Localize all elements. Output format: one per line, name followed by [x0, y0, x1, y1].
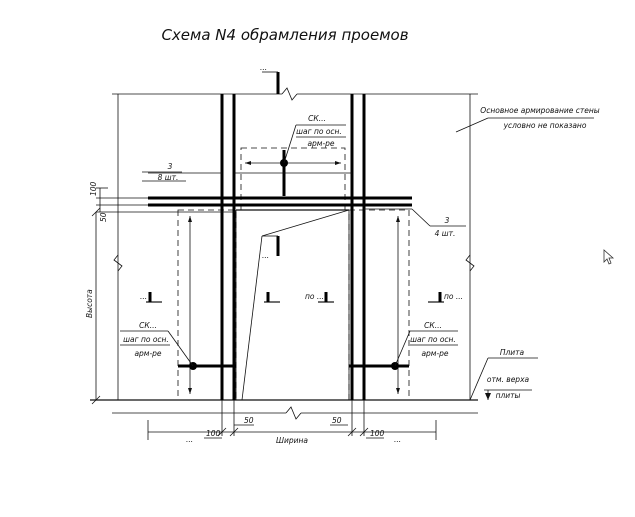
horizontal-bars	[148, 196, 412, 207]
three-label-right: 3	[445, 216, 450, 225]
slab-label: Плита	[500, 348, 525, 357]
three-label-top: 3	[168, 162, 173, 171]
left-cage: СК... шаг по осн. арм-ре ...	[120, 216, 236, 394]
top-ck-label: СК...	[308, 114, 326, 123]
left-ck-label: СК...	[139, 321, 157, 330]
opening: ...	[235, 209, 350, 401]
right-step-line2: арм-ре	[421, 349, 448, 358]
leader-four-pcs: 3 4 шт.	[364, 208, 466, 238]
dim-100-bottom-left: 100	[206, 429, 221, 438]
left-step-line2: арм-ре	[134, 349, 161, 358]
height-label: Высота	[85, 289, 94, 318]
right-ck-label: СК...	[424, 321, 442, 330]
dim-100-bottom-right: 100	[370, 429, 385, 438]
eight-pcs-label: 8 шт.	[158, 173, 179, 182]
slab-top-line2: плиты	[496, 391, 521, 400]
slab-line	[90, 399, 478, 420]
bottom-dimensions: ... ... Ширина 100 50 50 100	[147, 400, 437, 445]
dim-50-left: 50	[99, 212, 108, 222]
top-stirrup: СК... шаг по осн. арм-ре	[245, 114, 346, 196]
dim-100-left: 100	[89, 181, 98, 196]
scheme-title: Схема N4 обрамления проемов	[161, 26, 408, 44]
left-dimensions: 100 50 Высота	[85, 181, 236, 405]
wall-outline	[112, 87, 478, 400]
main-reinf-line2: условно не показано	[503, 121, 587, 130]
section-mark-mid-label: ...	[262, 251, 269, 260]
vertical-bars	[220, 94, 366, 400]
main-reinforcement-note: Основное армирование стены условно не по…	[455, 106, 600, 133]
dim-left-ellipsis: ...	[186, 435, 193, 444]
right-section-label: по ...	[444, 292, 463, 301]
dim-50-bottom-left: 50	[244, 416, 254, 425]
right-step-line1: шаг по осн.	[410, 335, 456, 344]
main-reinf-line1: Основное армирование стены	[480, 106, 599, 115]
mid-po-label: по ...	[305, 292, 324, 301]
width-label: Ширина	[276, 436, 308, 445]
section-mark-top: ...	[260, 63, 280, 94]
right-cage: СК... шаг по осн. арм-ре по ...	[349, 216, 463, 394]
slab-note: Плита отм. верха плиты	[469, 348, 538, 401]
mid-section-marks: по ...	[264, 292, 334, 303]
top-step-line1: шаг по осн.	[296, 127, 342, 136]
dim-right-ellipsis: ...	[394, 435, 401, 444]
leader-eight-pcs: 3 8 шт.	[142, 162, 352, 182]
dim-50-bottom-right: 50	[332, 416, 342, 425]
section-mark-top-label: ...	[260, 63, 267, 72]
four-pcs-label: 4 шт.	[435, 229, 456, 238]
left-step-line1: шаг по осн.	[123, 335, 169, 344]
cursor-arrow-icon	[603, 249, 615, 265]
top-step-line2: арм-ре	[307, 139, 334, 148]
dashed-contours	[177, 147, 410, 401]
slab-top-line1: отм. верха	[487, 375, 530, 384]
left-section-label: ...	[140, 292, 147, 301]
